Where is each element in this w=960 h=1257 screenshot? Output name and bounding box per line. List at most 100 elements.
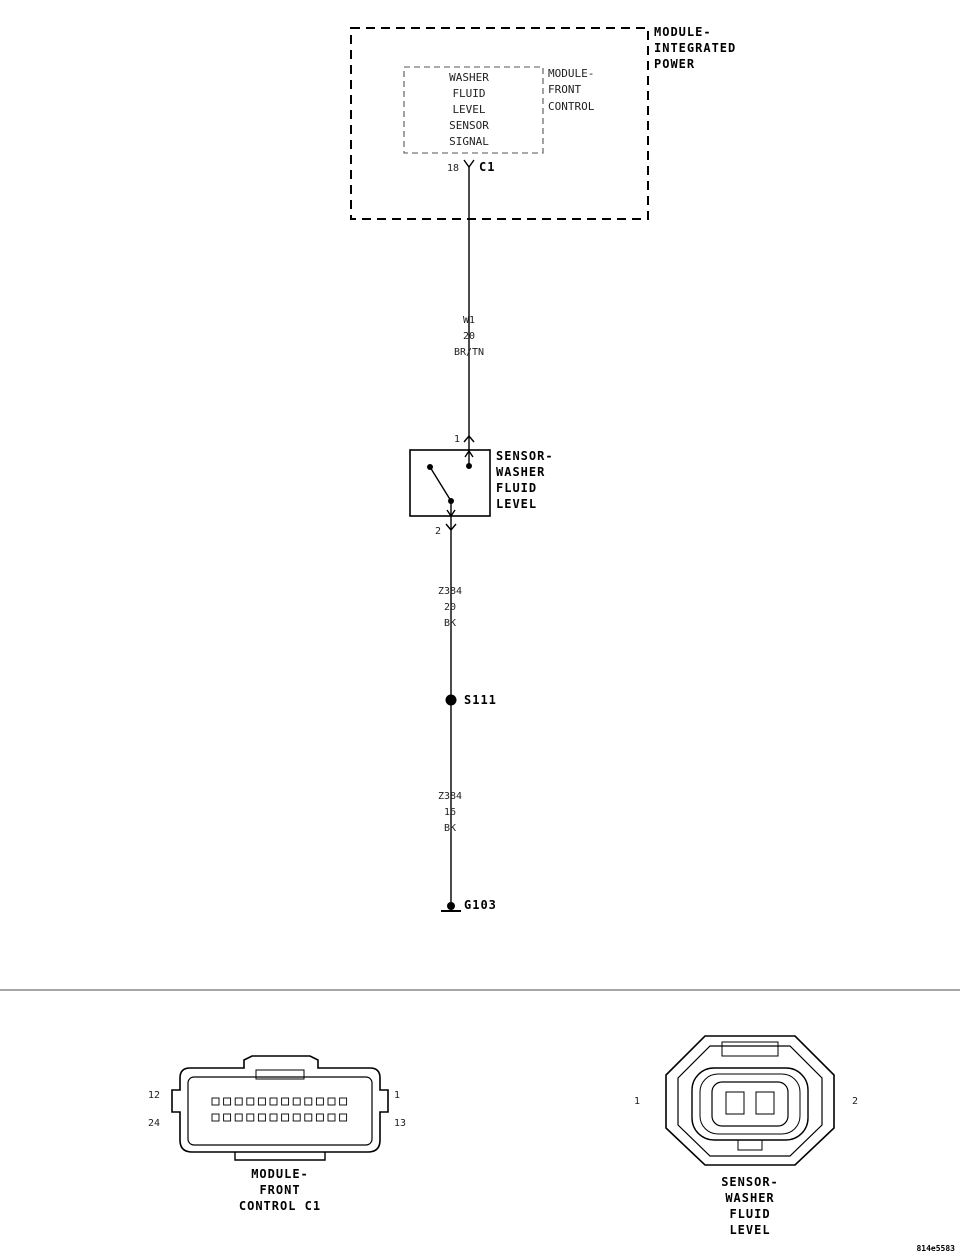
connector-c1-pin-cavity [315, 1113, 324, 1122]
connector-c1-pin-cavity [269, 1113, 278, 1122]
module-front-control: MODULE- FRONT CONTROL WASHER FLUID LEVEL… [403, 66, 595, 174]
signal-label-2: FLUID [452, 87, 485, 100]
connector-c1-pin-symbol [463, 159, 475, 169]
connector-c1-body [171, 1055, 389, 1153]
signal-label-5: SIGNAL [449, 135, 489, 148]
connector-c1-pin-cavity [223, 1097, 232, 1106]
connector-c1-pin-cavity [327, 1113, 336, 1122]
connector-c1-pin-cavity [281, 1113, 290, 1122]
connector-c1-pin-24: 24 [148, 1118, 160, 1129]
ground-dot [447, 902, 455, 910]
sensor-pin-2-label: 2 [435, 526, 441, 537]
splice-label: S111 [464, 693, 497, 707]
connector-c1-pin-cavity [223, 1113, 232, 1122]
connector-c1-pin-cavity [234, 1097, 243, 1106]
connector-c1-pin-13: 13 [394, 1118, 406, 1129]
wire-z384-lower: Z384 16 BK [438, 700, 462, 906]
switch-blade [429, 466, 452, 502]
connector-c1-pin-cavity [327, 1097, 336, 1106]
connector-c1-pin-cavity [211, 1097, 220, 1106]
connector-sensor-terminal-1 [725, 1091, 745, 1115]
ground-label: G103 [464, 898, 497, 912]
figure-id: 814e5583 [916, 1244, 955, 1253]
switch-contact-top [466, 463, 472, 469]
connector-sensor-key [737, 1139, 763, 1151]
module-front-control-label-1: MODULE- [548, 67, 594, 80]
signal-label-1: WASHER [449, 71, 489, 84]
connector-c1-pins [211, 1097, 348, 1122]
sensor-pin-1-symbol [463, 434, 475, 443]
wire-w1-circuit: W1 [463, 315, 475, 326]
wire-w1-color: BR/TN [454, 347, 484, 358]
connector-c1-label-3: CONTROL C1 [239, 1199, 321, 1213]
connector-c1-pin-cavity [304, 1113, 313, 1122]
connector-c1-inner [187, 1076, 373, 1146]
sensor-label-1: SENSOR- [496, 449, 554, 463]
wire-z384-upper-circuit: Z384 [438, 586, 462, 597]
module-front-control-label-2: FRONT [548, 83, 581, 96]
connector-c1-pin-1: 1 [394, 1090, 400, 1101]
switch-top-arrow [464, 449, 474, 458]
connector-c1-pin-cavity [304, 1097, 313, 1106]
connector-sensor-inner [677, 1045, 823, 1157]
wire-z384-lower-color: BK [444, 823, 456, 834]
connector-sensor-pin-2: 2 [852, 1096, 858, 1107]
module-integrated-power-label-2: INTEGRATED [654, 41, 736, 55]
connector-sensor-label-1: SENSOR- [721, 1175, 779, 1189]
connector-c1-label-1: MODULE- [251, 1167, 309, 1181]
connector-c1-pin-cavity [292, 1113, 301, 1122]
connector-c1-latch [255, 1069, 305, 1080]
connector-sensor-washer-fluid-level: 1 2 SENSOR- WASHER FLUID LEVEL [634, 1035, 858, 1237]
sensor-box [409, 449, 491, 517]
connector-c1-label: C1 [479, 160, 495, 174]
module-integrated-power-label-3: POWER [654, 57, 695, 71]
connector-c1-pin-cavity [269, 1097, 278, 1106]
connector-c1-pin-cavity [211, 1113, 220, 1122]
connector-c1-pin-cavity [339, 1113, 348, 1122]
connector-sensor-terminal-2 [755, 1091, 775, 1115]
module-front-control-box [403, 66, 544, 154]
signal-label-4: SENSOR [449, 119, 489, 132]
connector-front-control-c1: 12 1 24 13 MODULE- FRONT CONTROL C1 [148, 1055, 406, 1213]
connector-sensor-pin-1: 1 [634, 1096, 640, 1107]
wire-z384-lower-gauge: 16 [444, 807, 456, 818]
connector-sensor-shell [691, 1067, 809, 1141]
connector-sensor-outer [665, 1035, 835, 1166]
wire-w1: W1 20 BR/TN [454, 167, 484, 440]
pin-18-label: 18 [447, 163, 459, 174]
connector-sensor-label-2: WASHER [725, 1191, 774, 1205]
connector-c1-pin-cavity [292, 1097, 301, 1106]
wire-z384-upper: Z384 20 BK [438, 516, 462, 700]
connector-c1-bottom-tab [234, 1152, 326, 1161]
connector-c1-pin-12: 12 [148, 1090, 160, 1101]
module-integrated-power: MODULE- INTEGRATED POWER [350, 25, 736, 220]
sensor-label-2: WASHER [496, 465, 545, 479]
sensor-washer-fluid-level: 1 SENSOR- WASHER FLUID LEVEL 2 [409, 434, 554, 537]
ground-g103: G103 [441, 898, 497, 912]
module-integrated-power-box [350, 27, 649, 220]
connector-c1-pin-cavity [234, 1113, 243, 1122]
connector-c1-pin-cavity [246, 1097, 255, 1106]
signal-label-3: LEVEL [452, 103, 485, 116]
sensor-pin-1-label: 1 [454, 434, 460, 445]
connector-c1-label-2: FRONT [259, 1183, 300, 1197]
sensor-label-4: LEVEL [496, 497, 537, 511]
connector-sensor-cavity [711, 1081, 789, 1127]
connector-c1-pin-cavity [315, 1097, 324, 1106]
sensor-label-3: FLUID [496, 481, 537, 495]
connector-c1-pin-cavity [281, 1097, 290, 1106]
splice-s111: S111 [445, 693, 497, 707]
connector-sensor-label-4: LEVEL [729, 1223, 770, 1237]
wire-z384-upper-gauge: 20 [444, 602, 456, 613]
connector-sensor-shell-inner [699, 1073, 801, 1135]
module-integrated-power-label-1: MODULE- [654, 25, 712, 39]
wire-z384-lower-circuit: Z384 [438, 791, 462, 802]
connector-sensor-latch [721, 1041, 779, 1057]
wire-z384-upper-color: BK [444, 618, 456, 629]
connector-c1-pin-cavity [339, 1097, 348, 1106]
wire-w1-gauge: 20 [463, 331, 475, 342]
module-front-control-label-3: CONTROL [548, 100, 595, 113]
connector-c1-pin-cavity [257, 1113, 266, 1122]
connector-sensor-label-3: FLUID [729, 1207, 770, 1221]
